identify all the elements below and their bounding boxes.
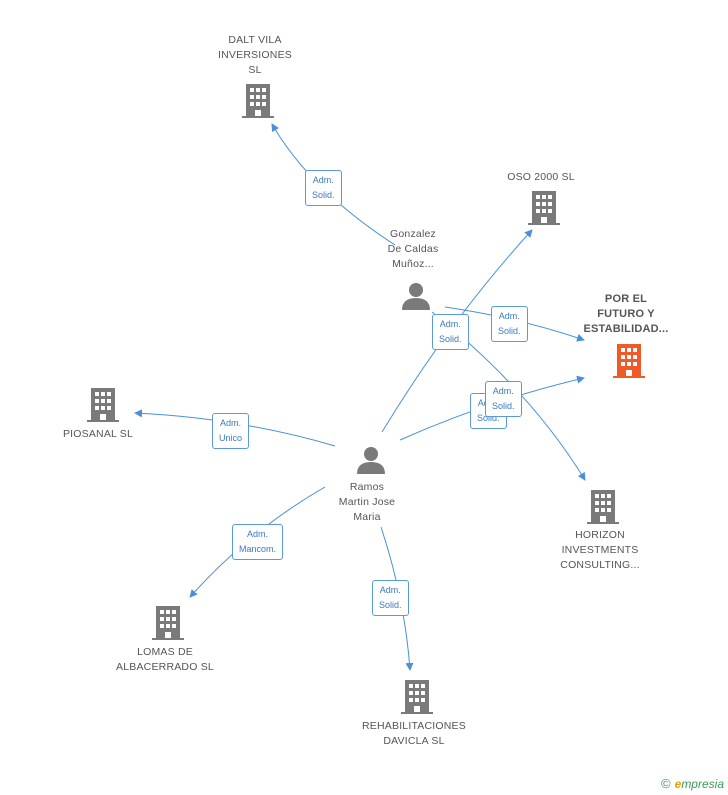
person-icon[interactable] <box>401 282 431 310</box>
node-label-line: DAVICLA SL <box>383 735 445 747</box>
node-label-line: REHABILITACIONES <box>362 720 466 732</box>
node-label-line: POR EL <box>604 293 648 305</box>
node-label-rehabilitaciones[interactable]: REHABILITACIONES DAVICLA SL <box>349 719 479 749</box>
edge-label-line: Solid. <box>312 190 335 200</box>
edge-label-line: Solid. <box>498 326 521 336</box>
edge-label-line: Adm. <box>439 319 461 329</box>
node-label-line: Maria <box>353 511 381 523</box>
brand-logo-text: mpresia <box>681 777 724 791</box>
node-label-lomas[interactable]: LOMAS DE ALBACERRADO SL <box>105 645 225 675</box>
copyright-icon: © <box>661 776 671 791</box>
building-icon[interactable] <box>613 344 645 378</box>
edge-label-ramos-oso-2000[interactable]: Adm. Solid. <box>432 314 469 350</box>
node-label-line: De Caldas <box>387 243 439 255</box>
node-label-line: CONSULTING... <box>560 559 640 571</box>
node-label-line: Martin Jose <box>338 496 396 508</box>
node-label-line: SL <box>248 64 262 76</box>
edge-label-line: Adm. <box>492 386 514 396</box>
edge-label-gonzalez-dalt-vila[interactable]: Adm. Solid. <box>305 170 342 206</box>
node-label-line: INVERSIONES <box>218 49 292 61</box>
node-label-line: INVESTMENTS <box>561 544 639 556</box>
building-icon[interactable] <box>87 388 119 422</box>
edge-label-gonzalez-horizon[interactable]: Adm. Solid. <box>485 381 522 417</box>
person-icon[interactable] <box>356 446 386 474</box>
edge-label-line: Adm. <box>247 529 269 539</box>
edge-label-line: Solid. <box>439 334 462 344</box>
node-label-line: OSO 2000 SL <box>507 171 575 183</box>
node-label-line: Gonzalez <box>390 228 436 240</box>
edge-label-line: Solid. <box>477 413 500 423</box>
edge-label-line: Mancom. <box>239 544 277 554</box>
brand-logo-e: e <box>674 777 682 791</box>
node-label-horizon[interactable]: HORIZON INVESTMENTS CONSULTING... <box>550 528 650 573</box>
building-icon[interactable] <box>242 84 274 118</box>
edge-label-line: Solid. <box>379 600 402 610</box>
node-label-line: LOMAS DE <box>137 646 193 658</box>
brand-footer[interactable]: ©empresia <box>661 776 724 791</box>
node-label-line: ALBACERRADO SL <box>116 661 214 673</box>
node-label-piosanal[interactable]: PIOSANAL SL <box>48 427 148 442</box>
edge-label-line: Adm. <box>220 418 242 428</box>
building-icon[interactable] <box>152 606 184 640</box>
node-label-line: DALT VILA <box>228 34 282 46</box>
node-label-ramos[interactable]: Ramos Martin Jose Maria <box>317 480 417 525</box>
node-label-por-el-futuro[interactable]: POR EL FUTURO Y ESTABILIDAD... <box>576 292 676 337</box>
edge-label-line: Solid. <box>492 401 515 411</box>
node-label-line: FUTURO Y <box>597 308 655 320</box>
building-icon[interactable] <box>528 191 560 225</box>
edge-label-ramos-rehabilitaciones[interactable]: Adm. Solid. <box>372 580 409 616</box>
building-icon[interactable] <box>401 680 433 714</box>
node-label-gonzalez[interactable]: Gonzalez De Caldas Muñoz... <box>363 227 463 272</box>
edge-label-line: Adm. <box>379 585 401 595</box>
node-label-line: Ramos <box>349 481 385 493</box>
edge-label-gonzalez-por-el-futuro[interactable]: Adm. Solid. <box>491 306 528 342</box>
edge-label-line: Unico <box>219 433 243 443</box>
edge-label-ramos-piosanal[interactable]: Adm. Unico <box>212 413 250 449</box>
node-label-line: ESTABILIDAD... <box>583 323 669 335</box>
node-label-line: HORIZON <box>575 529 625 541</box>
edge-label-line: Adm. <box>498 311 520 321</box>
edge-label-line: Adm. <box>312 175 334 185</box>
node-label-oso-2000[interactable]: OSO 2000 SL <box>491 170 591 185</box>
building-icon[interactable] <box>587 490 619 524</box>
edge-label-ramos-lomas[interactable]: Adm. Mancom. <box>232 524 284 560</box>
node-label-line: PIOSANAL SL <box>62 428 134 440</box>
node-label-dalt-vila[interactable]: DALT VILA INVERSIONES SL <box>205 33 305 78</box>
node-label-line: Muñoz... <box>392 258 434 270</box>
